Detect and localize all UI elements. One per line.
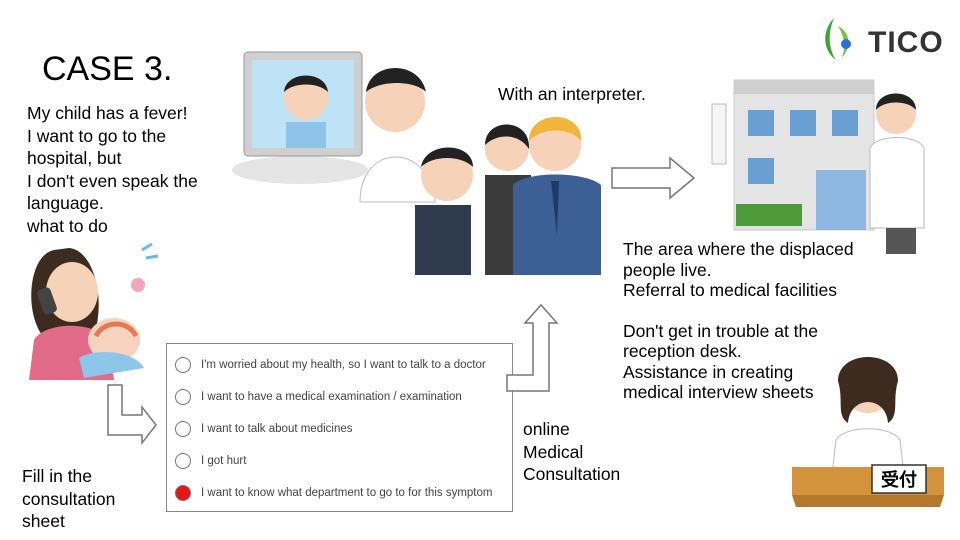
fill-line: sheet bbox=[22, 511, 65, 531]
arrow-up-to-consultation bbox=[506, 303, 559, 392]
hospital-illustration bbox=[711, 79, 925, 254]
radio-button[interactable] bbox=[175, 357, 191, 373]
online-line: online bbox=[523, 419, 570, 439]
reception-nurse-illustration: 受付 bbox=[792, 357, 944, 507]
case-title: CASE 3. bbox=[42, 50, 173, 88]
story-line: hospital, but bbox=[27, 148, 122, 168]
interpreter-label: With an interpreter. bbox=[498, 84, 646, 104]
reception-sign: 受付 bbox=[881, 469, 917, 491]
fill-sheet-label: Fill in the consultation sheet bbox=[22, 465, 115, 533]
story-text: My child has a fever! I want to go to th… bbox=[27, 102, 198, 237]
right-line: Assistance in creating bbox=[623, 361, 794, 382]
referral-text: The area where the displaced people live… bbox=[623, 239, 854, 403]
option-label: I want to have a medical examination / e… bbox=[201, 391, 462, 403]
option-label: I want to talk about medicines bbox=[201, 423, 353, 435]
arrow-right bbox=[611, 156, 696, 200]
sheet-option[interactable]: I got hurt bbox=[175, 450, 246, 472]
online-consultation-label: online Medical Consultation bbox=[523, 418, 620, 486]
right-line: Don't get in trouble at the bbox=[623, 320, 818, 341]
tico-logo bbox=[825, 18, 851, 60]
story-line: language. bbox=[27, 193, 104, 213]
interpreter-group-illustration bbox=[415, 117, 601, 275]
online-line: Consultation bbox=[523, 464, 621, 484]
story-line: I don't even speak the bbox=[27, 170, 198, 191]
story-line: My child has a fever! bbox=[27, 103, 188, 123]
right-line: reception desk. bbox=[623, 341, 742, 361]
right-line: Referral to medical facilities bbox=[623, 280, 837, 300]
radio-button[interactable] bbox=[175, 453, 191, 469]
right-line: The area where the displaced bbox=[623, 239, 854, 259]
story-line: what to do bbox=[27, 215, 108, 236]
sheet-option[interactable]: I'm worried about my health, so I want t… bbox=[175, 354, 486, 376]
sheet-option[interactable]: I want to have a medical examination / e… bbox=[175, 386, 462, 408]
fill-line: consultation bbox=[22, 488, 116, 509]
mother-child-illustration bbox=[29, 242, 159, 380]
logo-text: TICO bbox=[868, 26, 944, 59]
arrow-to-sheet bbox=[107, 384, 157, 446]
right-line: people live. bbox=[623, 259, 712, 280]
option-label: I got hurt bbox=[201, 455, 247, 467]
consultation-sheet: I'm worried about my health, so I want t… bbox=[166, 343, 513, 512]
online-line: Medical bbox=[523, 441, 584, 462]
story-line: I want to go to the bbox=[27, 125, 167, 146]
radio-button-selected[interactable] bbox=[175, 485, 191, 501]
option-label: I'm worried about my health, so I want t… bbox=[201, 359, 486, 371]
right-line: medical interview sheets bbox=[623, 382, 814, 402]
radio-button[interactable] bbox=[175, 389, 191, 405]
leaf-icon bbox=[825, 18, 836, 60]
option-label: I want to know what department to go to … bbox=[201, 487, 493, 499]
sheet-option[interactable]: I want to talk about medicines bbox=[175, 418, 353, 440]
fill-line: Fill in the bbox=[22, 466, 93, 486]
video-call-illustration bbox=[232, 51, 436, 203]
radio-button[interactable] bbox=[175, 421, 191, 437]
sheet-option-selected[interactable]: I want to know what department to go to … bbox=[175, 482, 492, 504]
